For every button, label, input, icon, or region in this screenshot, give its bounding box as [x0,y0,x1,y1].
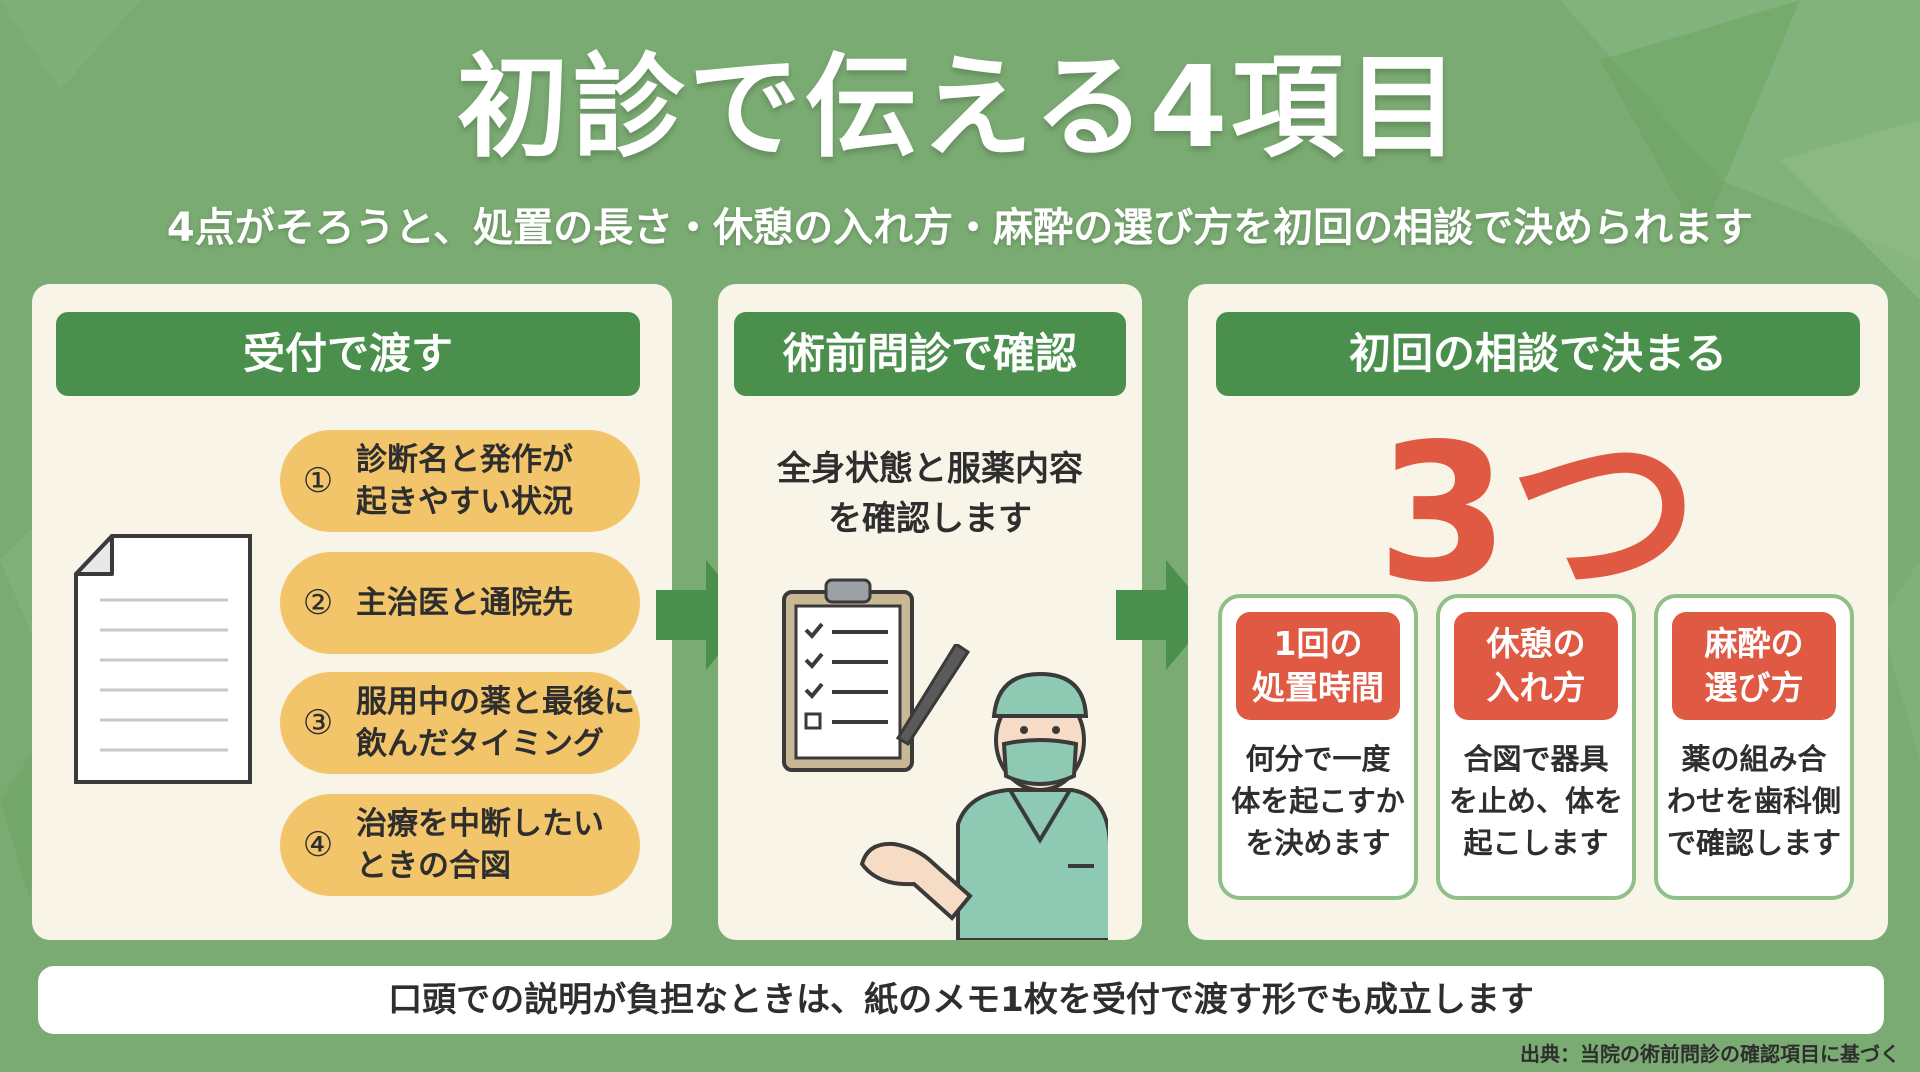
panel-description: 全身状態と服薬内容 を確認します [777,449,1083,539]
card-body: 何分で一度 体を起こすか を決めます [1231,742,1405,860]
footer-note: 口頭での説明が負担なときは、紙のメモ1枚を受付で渡す形でも成立します [38,966,1884,1034]
item-number: ③ [302,703,334,743]
card-title: 休憩の 入れ方 [1454,612,1618,720]
card-title: 1回の 処置時間 [1236,612,1400,720]
panel-heading-preop: 術前問診で確認 [734,312,1126,396]
item-text: 診断名と発作が 起きやすい状況 [356,442,573,520]
panel-preop-interview: 術前問診で確認 全身状態と服薬内容 を確認します [718,284,1142,940]
item-text: 服用中の薬と最後に 飲んだタイミング [356,684,635,762]
clipboard-checklist-icon [782,578,914,772]
card-body: 薬の組み合 わせを歯科側 で確認します [1666,742,1841,860]
doctor-icon [859,644,1108,940]
list-item: ① 診断名と発作が 起きやすい状況 [280,430,640,532]
decision-count: 3つ [1376,403,1700,624]
list-item: ③ 服用中の薬と最後に 飲んだタイミング [280,672,640,774]
item-number: ② [302,583,334,623]
item-text: 主治医と通院先 [356,585,573,621]
item-number: ① [302,461,334,501]
panel-reception: 受付で渡す ① 診断名と発作が 起きやすい状況 ② 主治医と通院先 ③ 服用中の… [32,284,672,940]
panel-heading-consultation: 初回の相談で決まる [1216,312,1860,396]
document-icon [74,534,252,784]
page-title: 初診で伝える4項目 [456,43,1464,173]
page-subtitle: 4点がそろうと、処置の長さ・休憩の入れ方・麻酔の選び方を初回の相談で決められます [166,205,1754,251]
list-item: ② 主治医と通院先 [280,552,640,654]
panel-heading-reception: 受付で渡す [56,312,640,396]
panel-first-consultation: 初回の相談で決まる 3つ 1回の 処置時間 何分で一度 体を起こすか を決めます… [1188,284,1888,940]
decision-card: 休憩の 入れ方 合図で器具 を止め、体を 起こします [1436,594,1636,900]
source-citation: 出典：当院の術前問診の確認項目に基づく [1520,1042,1900,1066]
card-title: 麻酔の 選び方 [1672,612,1836,720]
decision-card: 麻酔の 選び方 薬の組み合 わせを歯科側 で確認します [1654,594,1854,900]
item-text: 治療を中断したい ときの合図 [356,806,604,884]
card-body: 合図で器具 を止め、体を 起こします [1448,742,1623,860]
decision-card: 1回の 処置時間 何分で一度 体を起こすか を決めます [1218,594,1418,900]
list-item: ④ 治療を中断したい ときの合図 [280,794,640,896]
item-number: ④ [302,825,334,865]
